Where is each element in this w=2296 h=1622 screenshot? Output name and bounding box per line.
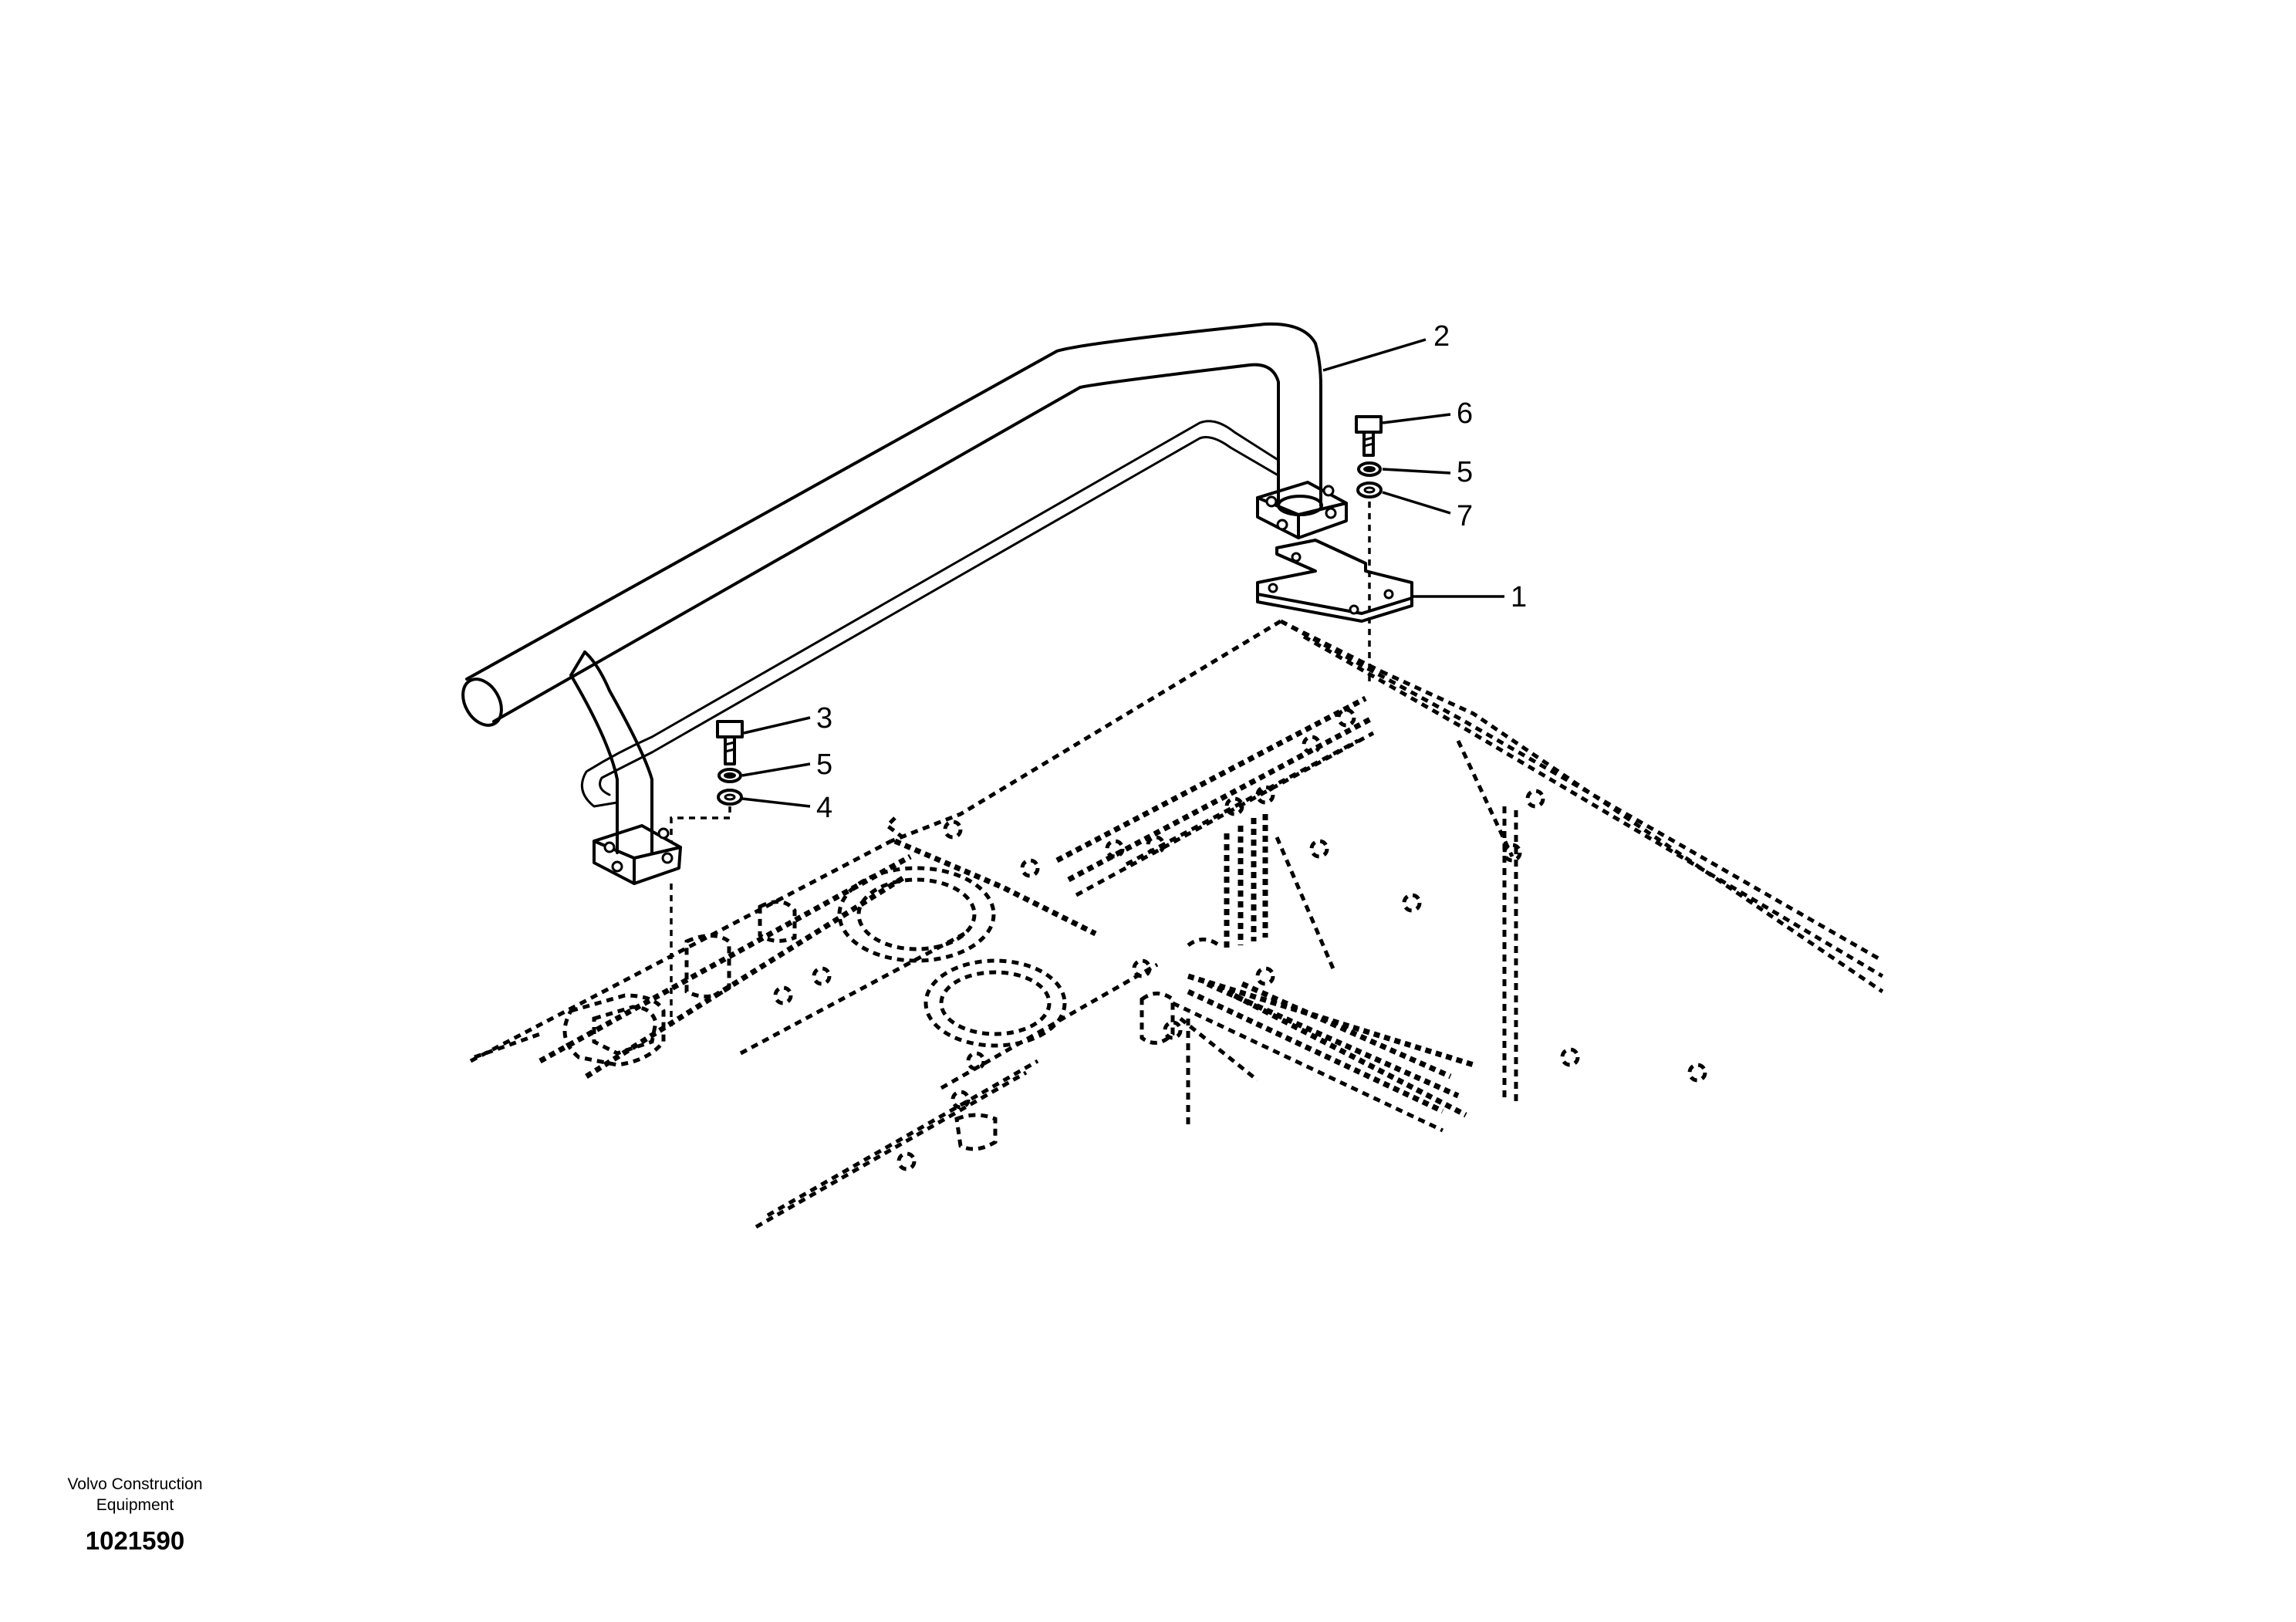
publisher-caption: Volvo Construction Equipment 1021590 bbox=[31, 1474, 239, 1556]
callouts: 2 6 5 7 1 3 5 4 bbox=[816, 320, 1527, 824]
callout-4: 4 bbox=[816, 792, 832, 824]
callout-5-right: 5 bbox=[1457, 456, 1473, 488]
callout-3: 3 bbox=[816, 702, 832, 735]
phantom-frame bbox=[469, 502, 1884, 1229]
caption-line-1: Volvo Construction bbox=[67, 1475, 203, 1493]
callout-2: 2 bbox=[1433, 320, 1450, 353]
right-fasteners bbox=[1355, 415, 1383, 498]
left-fasteners bbox=[716, 720, 744, 806]
mounting-plate bbox=[1256, 539, 1413, 623]
leader-lines bbox=[741, 338, 1504, 808]
callout-5-left: 5 bbox=[816, 748, 832, 781]
callout-1: 1 bbox=[1511, 581, 1527, 613]
handrail bbox=[461, 322, 1348, 885]
callout-7: 7 bbox=[1457, 500, 1473, 532]
drawing-number: 1021590 bbox=[85, 1526, 185, 1555]
caption-line-2: Equipment bbox=[96, 1496, 174, 1514]
callout-6: 6 bbox=[1457, 397, 1473, 430]
